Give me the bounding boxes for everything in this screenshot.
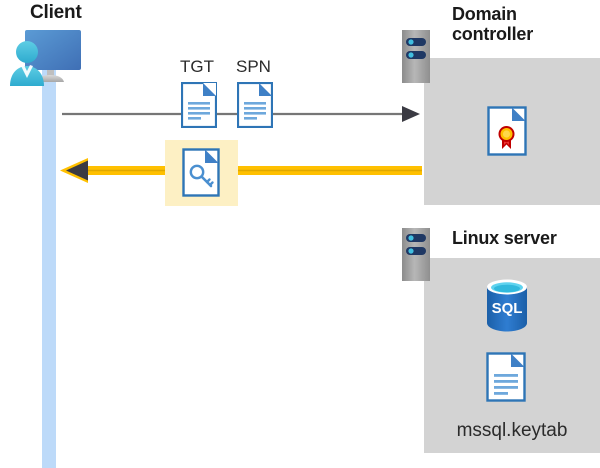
- response-arrow: [60, 158, 422, 183]
- client-title: Client: [30, 2, 82, 23]
- client-workstation-icon: [10, 30, 81, 86]
- request-arrow: [62, 106, 420, 122]
- spn-label: SPN: [236, 57, 271, 76]
- certificate-document-icon: [487, 106, 527, 156]
- tgt-document-icon: [181, 82, 217, 128]
- key-document-icon: [182, 148, 220, 197]
- domain-controller-rack-icon: [402, 30, 430, 83]
- keytab-document-icon: [486, 352, 526, 402]
- sql-database-icon: SQL: [487, 279, 527, 332]
- sql-glyph-text: SQL: [492, 300, 523, 317]
- spn-document-icon: [237, 82, 273, 128]
- client-lifeline: [42, 66, 56, 468]
- tgt-label: TGT: [180, 57, 214, 76]
- linux-server-rack-icon: [402, 228, 430, 281]
- keytab-file-label: mssql.keytab: [456, 420, 568, 441]
- domain-controller-title: Domain controller: [452, 4, 534, 45]
- linux-server-title: Linux server: [452, 228, 557, 248]
